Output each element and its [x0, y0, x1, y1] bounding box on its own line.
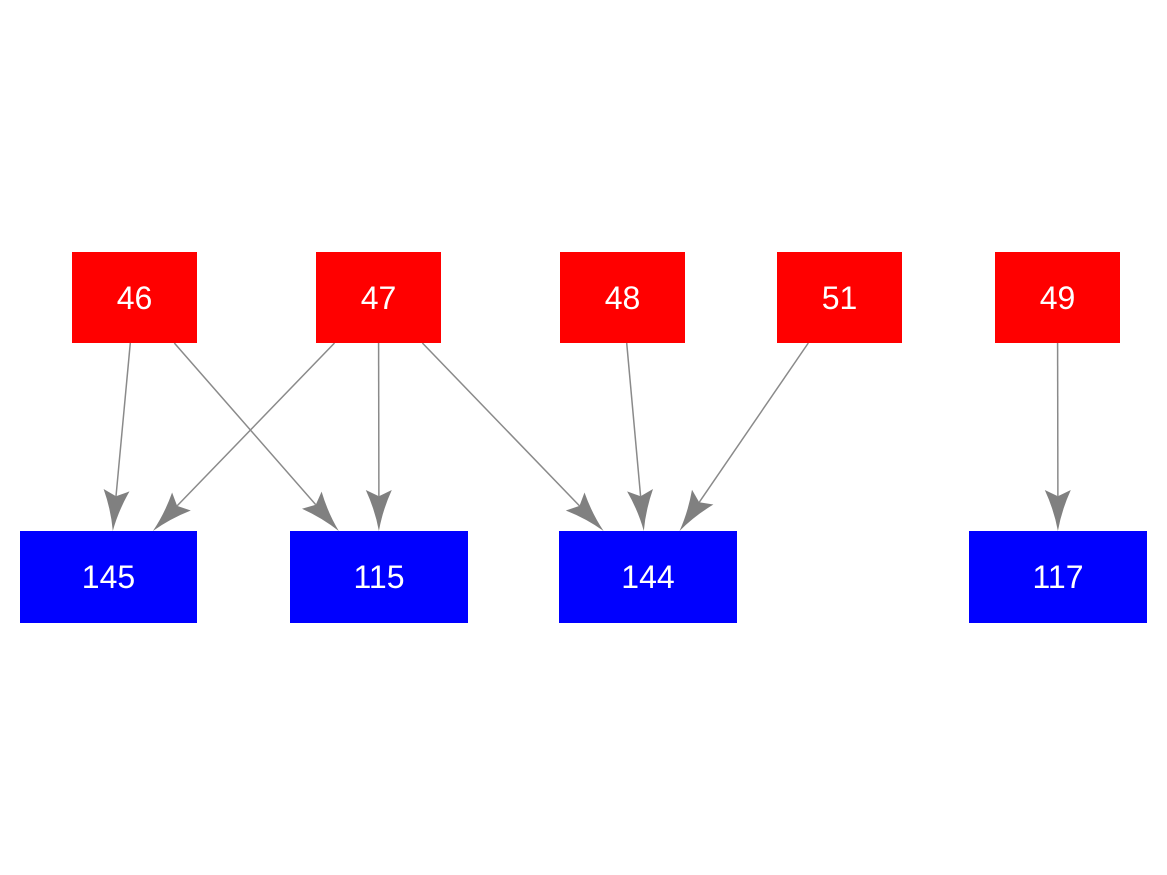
node-49: 49	[995, 252, 1120, 343]
edge-47-144	[421, 342, 581, 507]
node-label: 117	[1032, 559, 1084, 595]
arrowhead-48-144	[627, 489, 653, 531]
arrowhead-51-144	[679, 489, 714, 531]
node-label: 47	[360, 279, 397, 316]
edge-51-144	[698, 342, 809, 503]
edge-47-145	[176, 342, 336, 507]
arrowhead-49-117	[1044, 490, 1071, 531]
arrowhead-47-145	[152, 492, 191, 531]
node-47: 47	[316, 252, 441, 343]
edge-46-115	[173, 342, 317, 506]
edge-46-145	[115, 342, 132, 497]
edge-48-144	[625, 342, 642, 497]
arrowhead-46-115	[302, 491, 339, 531]
arrowhead-46-145	[103, 489, 130, 531]
node-label: 46	[116, 279, 153, 316]
node-48: 48	[560, 252, 685, 343]
arrowhead-47-115	[365, 490, 392, 531]
node-label: 48	[604, 279, 641, 316]
node-label: 51	[821, 279, 858, 316]
node-144: 144	[559, 531, 737, 623]
node-label: 145	[81, 559, 136, 595]
node-51: 51	[777, 252, 902, 343]
node-label: 115	[353, 559, 405, 595]
node-label: 49	[1039, 279, 1076, 316]
node-46: 46	[72, 252, 197, 343]
node-145: 145	[20, 531, 197, 623]
node-117: 117	[969, 531, 1147, 623]
node-label: 144	[621, 559, 675, 595]
node-115: 115	[290, 531, 468, 623]
arrowhead-47-144	[565, 492, 604, 531]
